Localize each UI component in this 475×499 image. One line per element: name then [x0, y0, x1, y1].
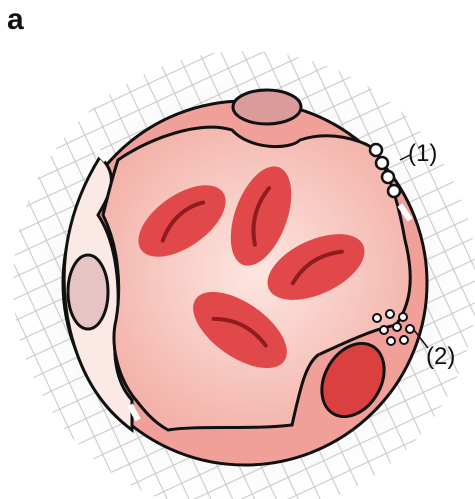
callout-label-2: (2) — [426, 343, 455, 371]
callout-label-1: (1) — [408, 140, 437, 168]
endothelial-nucleus-left — [68, 255, 108, 329]
endothelial-nucleus-top — [233, 90, 301, 124]
panel-letter: a — [7, 0, 24, 40]
